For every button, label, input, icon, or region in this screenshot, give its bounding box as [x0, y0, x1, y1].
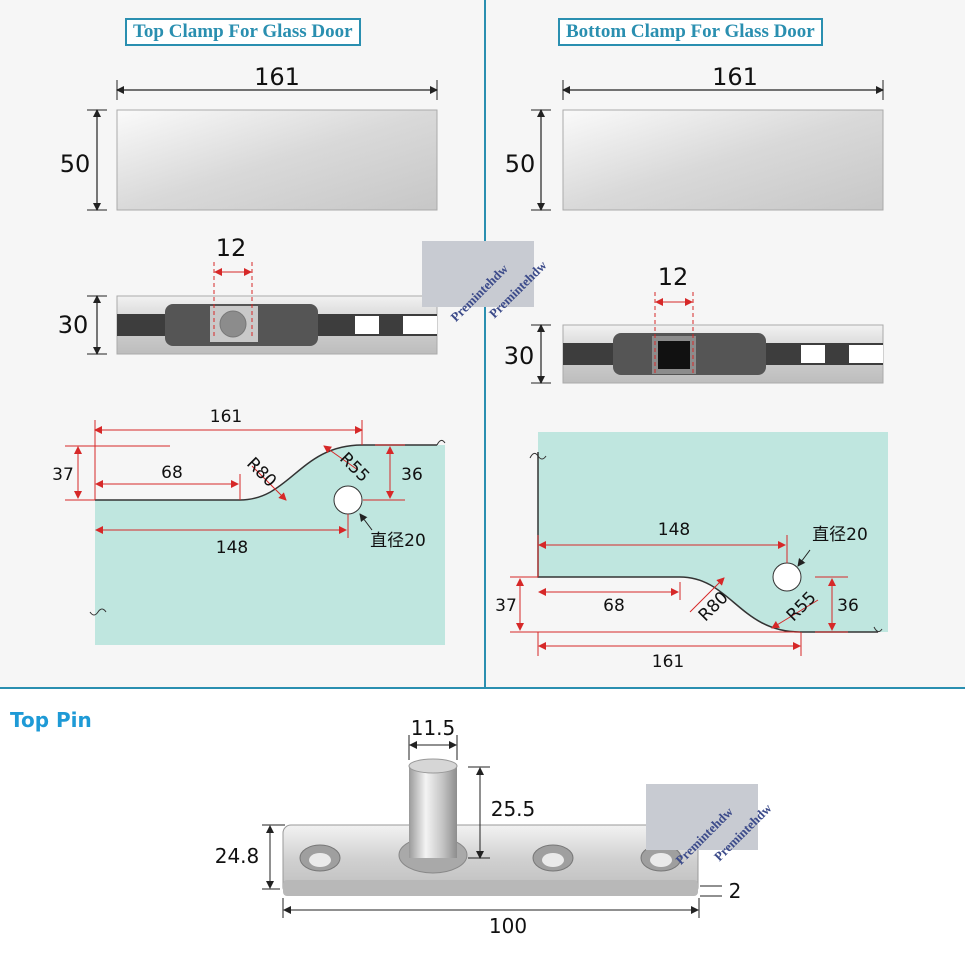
bottom-cutout-left-h-label: 37 — [495, 596, 517, 616]
bottom-cutout-hole-pos-label: 148 — [658, 520, 690, 540]
pin-dia-label: 11.5 — [411, 716, 456, 740]
bottom-clamp-cutout — [510, 432, 888, 656]
top-clamp-cutout — [65, 420, 446, 645]
top-clamp-title: Top Clamp For Glass Door — [125, 18, 361, 46]
bottom-clamp-thickness-label: 30 — [504, 342, 535, 370]
top-clamp-hole-label: 12 — [216, 234, 247, 262]
bottom-clamp-height-label: 50 — [505, 150, 536, 178]
bottom-cutout-total-label: 161 — [652, 652, 684, 672]
plate-length-label: 100 — [489, 914, 527, 938]
top-cutout-right-h-label: 36 — [401, 465, 423, 485]
bottom-cutout-hole-dia-label: 直径20 — [812, 525, 868, 545]
watermark-patch-2 — [646, 784, 758, 850]
bottom-cutout-flat-label: 68 — [603, 596, 625, 616]
top-cutout-flat-label: 68 — [161, 463, 183, 483]
top-clamp-thickness-label: 30 — [58, 311, 89, 339]
top-cutout-hole-dia-label: 直径20 — [370, 531, 426, 551]
bottom-clamp-hole-label: 12 — [658, 263, 689, 291]
top-clamp-side-view — [87, 262, 438, 355]
bottom-clamp-title: Bottom Clamp For Glass Door — [558, 18, 823, 46]
pin-height-label: 25.5 — [491, 797, 536, 821]
plate-width-label: 24.8 — [215, 844, 260, 868]
top-pin-drawing — [262, 735, 722, 918]
top-cutout-total-label: 161 — [210, 407, 242, 427]
top-clamp-length-label: 161 — [254, 63, 300, 91]
bottom-cutout-right-h-label: 36 — [837, 596, 859, 616]
top-cutout-left-h-label: 37 — [52, 465, 74, 485]
top-clamp-height-label: 50 — [60, 150, 91, 178]
top-cutout-hole-pos-label: 148 — [216, 538, 248, 558]
plate-thickness-label: 2 — [729, 879, 742, 903]
top-clamp-front-view — [87, 80, 438, 211]
watermark-patch-1 — [422, 241, 534, 307]
bottom-clamp-front-view — [531, 80, 884, 211]
bottom-clamp-side-view — [531, 292, 884, 384]
top-pin-title: Top Pin — [10, 708, 92, 732]
bottom-clamp-length-label: 161 — [712, 63, 758, 91]
